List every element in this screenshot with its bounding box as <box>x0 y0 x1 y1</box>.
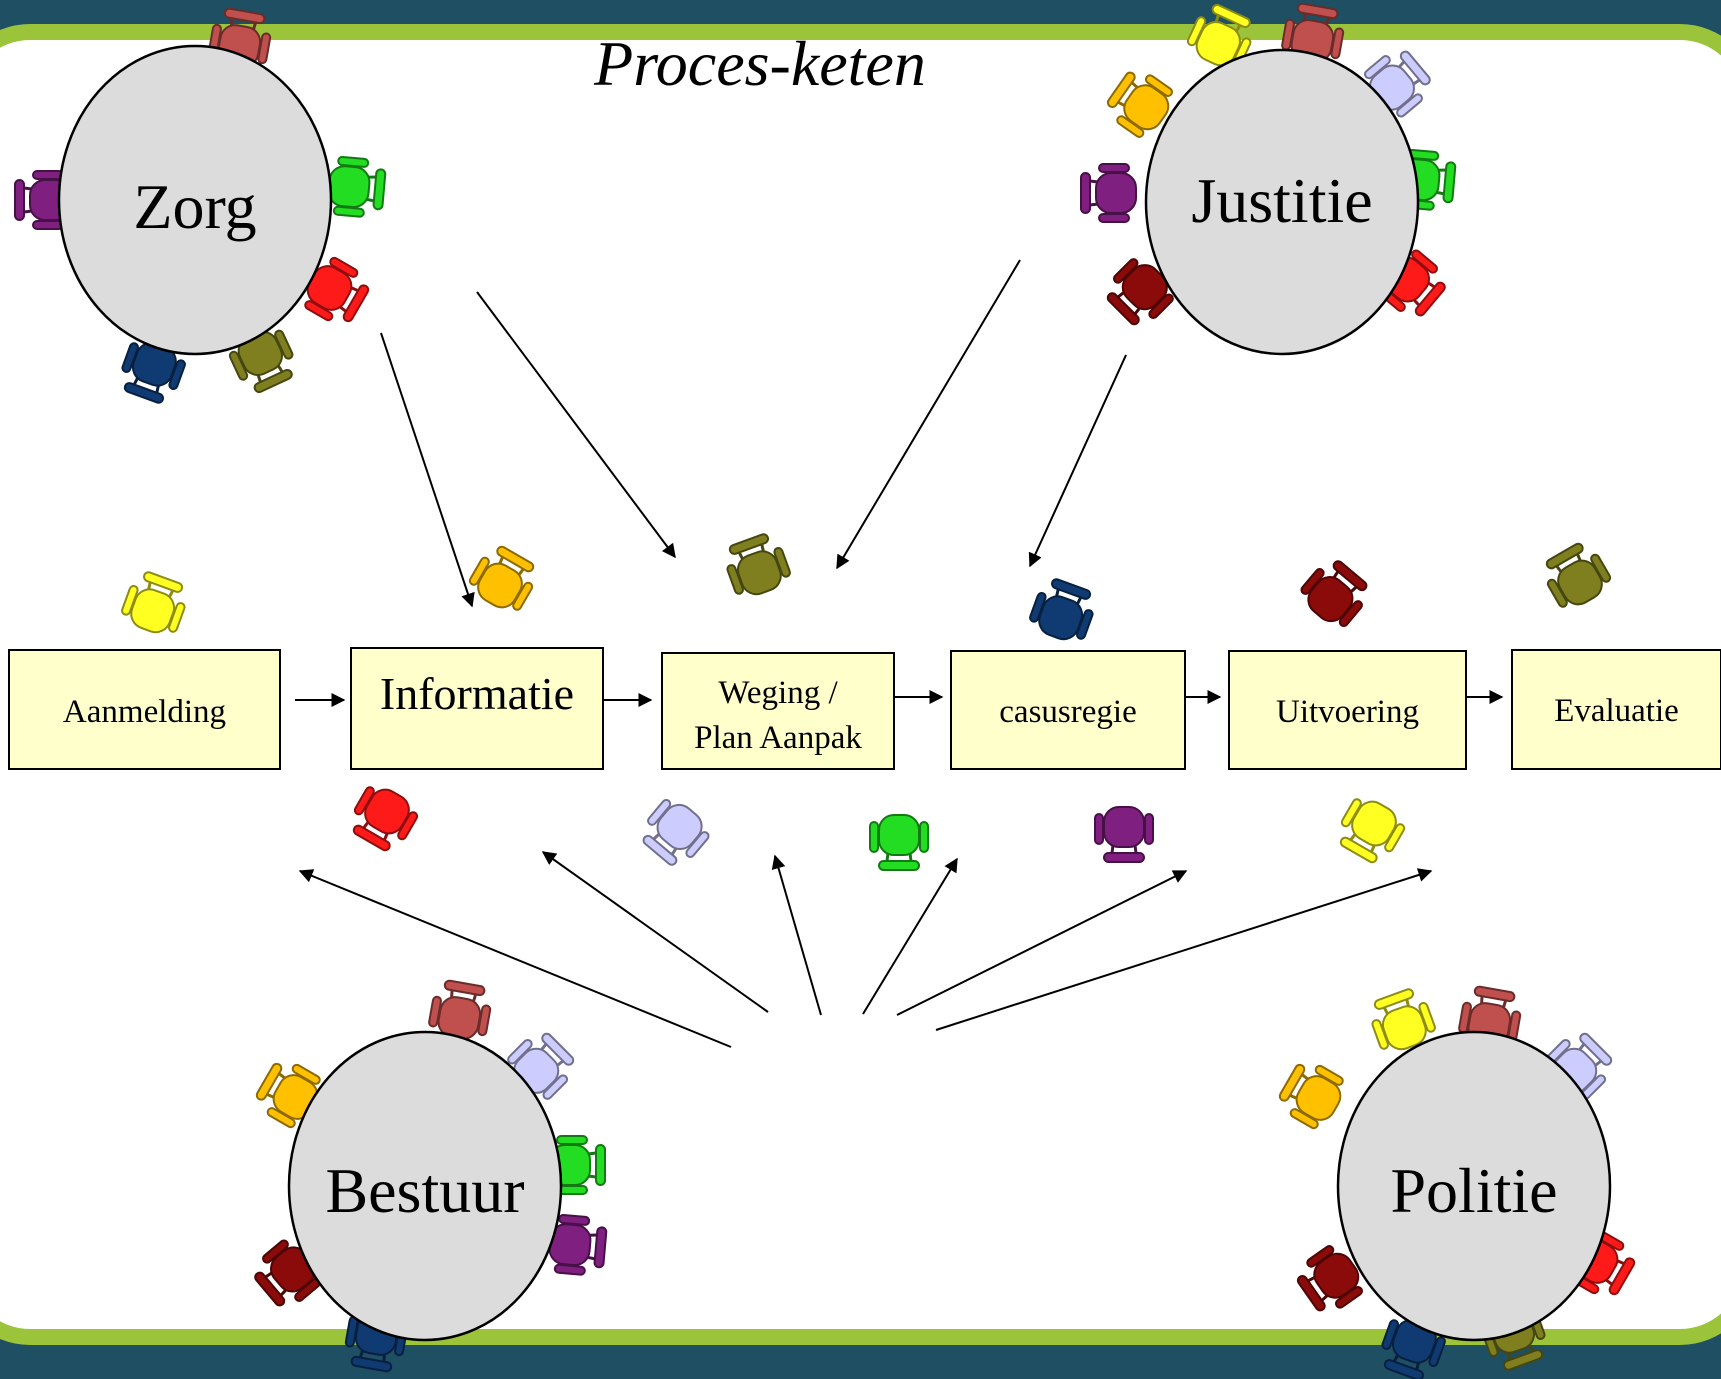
round-table-shape <box>1336 1030 1612 1342</box>
flow-arrow <box>836 259 1021 570</box>
table-label: Politie <box>1390 1155 1557 1226</box>
step-label: Informatie <box>380 668 574 719</box>
step-label: Evaluatie <box>1554 693 1679 729</box>
table-label: Zorg <box>133 171 256 242</box>
flow-arrow <box>896 870 1188 1016</box>
chair-icon <box>869 814 929 871</box>
step-casusregie: casusregie <box>950 650 1186 770</box>
flow-arrow <box>298 869 732 1048</box>
chair-icon <box>121 341 186 404</box>
step-informatie: Informatie <box>350 647 604 770</box>
step-label: Weging / <box>718 675 838 711</box>
chair-icon <box>1278 1063 1344 1130</box>
round-table-shape <box>1144 48 1420 356</box>
table-label: Bestuur <box>325 1155 524 1226</box>
chair-icon <box>428 979 492 1040</box>
step-box <box>950 650 1186 770</box>
chair-icon <box>1300 560 1368 628</box>
flow-arrow <box>771 854 822 1016</box>
chair-icon <box>1080 163 1137 223</box>
round-table-shape <box>287 1030 563 1342</box>
chair-icon <box>1186 3 1252 68</box>
chair-icon <box>468 545 535 611</box>
chair-icon <box>304 256 370 323</box>
chair-icon <box>1029 578 1094 641</box>
chair-icon <box>327 155 387 218</box>
flow-arrow <box>935 868 1433 1031</box>
round-table-shape <box>57 44 333 356</box>
table-label: Justitie <box>1191 165 1372 236</box>
step-label: Uitvoering <box>1276 694 1419 730</box>
step-label: Plan Aanpak <box>694 720 862 756</box>
chair-icon <box>1545 1032 1613 1100</box>
table-justitie: Justitie <box>1144 48 1420 356</box>
arrows-layer <box>295 259 1504 1048</box>
table-politie: Politie <box>1336 1030 1612 1342</box>
step-evaluatie: Evaluatie <box>1511 649 1721 770</box>
chair-icon <box>1106 258 1174 326</box>
chair-icon <box>726 533 791 596</box>
step-box <box>8 649 281 770</box>
chair-icon <box>1296 1245 1363 1312</box>
diagram-title: Proces-keten <box>593 28 926 99</box>
process-steps-layer: Aanmelding Informatie Weging / Plan Aanpak c… <box>8 647 1721 770</box>
step-aanmelding: Aanmelding <box>8 649 281 770</box>
step-uitvoering: Uitvoering <box>1228 650 1467 770</box>
chair-icon <box>1106 71 1173 138</box>
chair-icon <box>1339 798 1406 864</box>
flow-arrow <box>476 291 676 559</box>
chair-icon <box>121 571 186 634</box>
step-weging: Weging / Plan Aanpak <box>661 652 895 770</box>
chair-icon <box>548 1213 608 1276</box>
step-box <box>350 647 604 770</box>
flow-arrow <box>380 332 475 608</box>
flow-arrow <box>1028 354 1127 568</box>
chair-icon <box>1094 806 1154 863</box>
step-box <box>1228 650 1467 770</box>
chair-icon <box>642 798 710 866</box>
step-box <box>1511 649 1721 770</box>
table-zorg: Zorg <box>57 44 333 356</box>
step-label: casusregie <box>999 694 1136 730</box>
chair-icon <box>352 786 419 852</box>
chair-icon <box>1545 542 1612 608</box>
flow-arrow <box>541 851 769 1013</box>
step-box <box>661 652 895 770</box>
step-label: Aanmelding <box>63 694 226 730</box>
flow-arrow <box>862 857 958 1015</box>
table-bestuur: Bestuur <box>287 1030 563 1342</box>
chair-icon <box>1371 988 1436 1051</box>
